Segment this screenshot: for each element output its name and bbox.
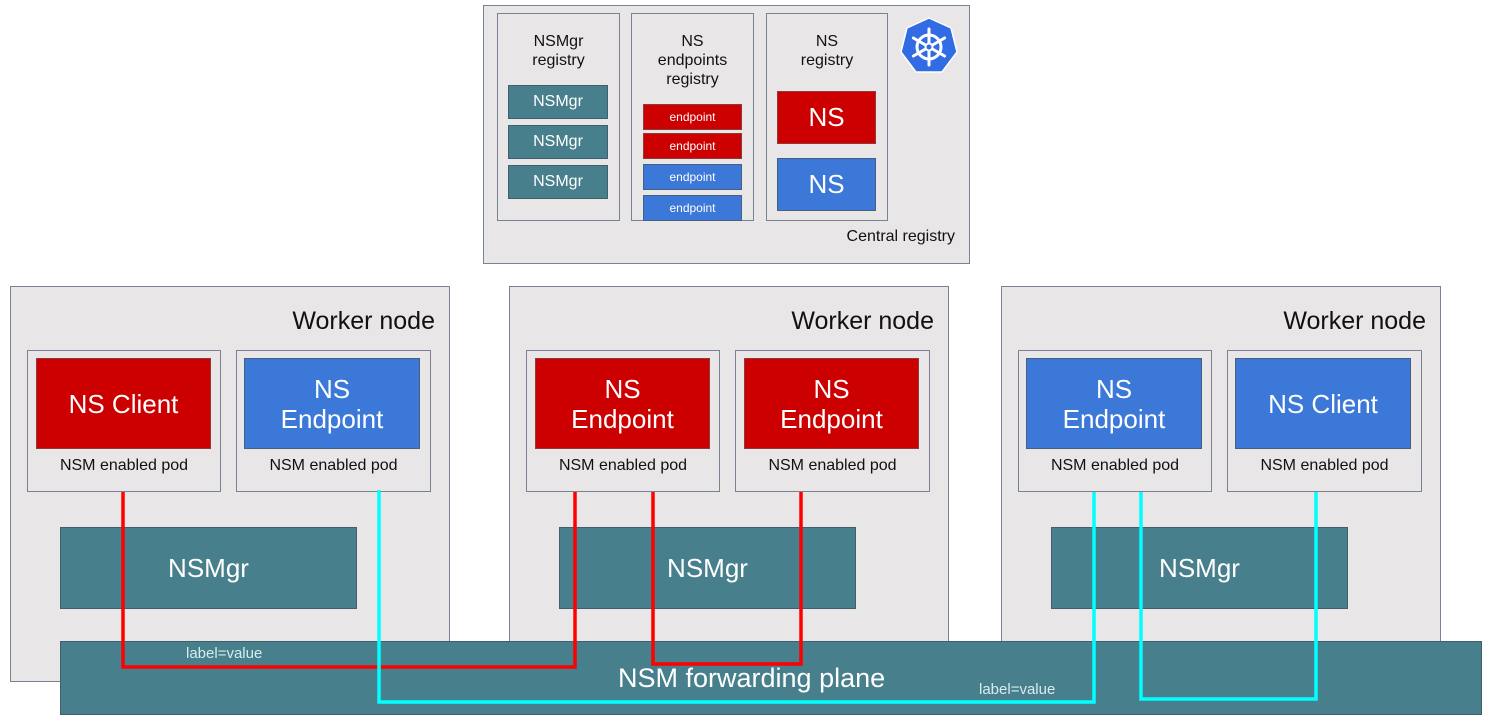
title-line: endpoints bbox=[657, 52, 728, 69]
kubernetes-icon bbox=[899, 17, 959, 75]
ns-endpoint-pod: NS Endpoint bbox=[744, 358, 919, 449]
pod-caption: NSM enabled pod bbox=[269, 457, 398, 474]
pod-label-line: NS Client bbox=[68, 388, 179, 419]
nsmgr-registry-entry: NSMgr bbox=[508, 85, 608, 119]
pod-label-line: NS bbox=[313, 373, 351, 404]
endpoint-registry-entry-blue: endpoint bbox=[643, 195, 742, 221]
ns-endpoints-registry-title: NS endpoints registry bbox=[632, 32, 753, 89]
title-line: registry bbox=[666, 71, 719, 88]
pod-label-line: Endpoint bbox=[780, 403, 883, 434]
pod-label-line: Endpoint bbox=[571, 403, 674, 434]
pod-label-line: Endpoint bbox=[1062, 403, 1166, 434]
worker-node-title: Worker node bbox=[791, 307, 934, 335]
pod-caption: NSM enabled pod bbox=[558, 457, 688, 474]
ns-endpoint-pod: NS Endpoint bbox=[244, 358, 420, 449]
nsmgr-registry-title: NSMgr registry bbox=[498, 32, 619, 70]
pod-caption: NSM enabled pod bbox=[1260, 457, 1389, 474]
endpoint-registry-entry-red: endpoint bbox=[643, 104, 742, 130]
title-line: NSMgr bbox=[533, 33, 584, 50]
title-line: NS bbox=[815, 33, 839, 50]
connection-label: label=value bbox=[979, 681, 1056, 698]
worker-node-title: Worker node bbox=[1283, 307, 1426, 335]
ns-endpoint-pod: NS Endpoint bbox=[1026, 358, 1202, 449]
ns-registry-title: NS registry bbox=[767, 32, 887, 70]
worker-node-title: Worker node bbox=[292, 307, 435, 335]
nsmgr-registry-entry: NSMgr bbox=[508, 125, 608, 159]
pod-label-line: NS bbox=[1095, 373, 1133, 404]
ns-client-pod: NS Client bbox=[1235, 358, 1411, 449]
nsmgr: NSMgr bbox=[1051, 527, 1348, 609]
nsmgr-registry-entry: NSMgr bbox=[508, 165, 608, 199]
pod-label-line: NS bbox=[604, 373, 641, 404]
title-line: registry bbox=[532, 52, 585, 69]
nsmgr: NSMgr bbox=[60, 527, 357, 609]
nsmgr: NSMgr bbox=[559, 527, 856, 609]
ns-endpoint-pod: NS Endpoint bbox=[535, 358, 710, 449]
pod-caption: NSM enabled pod bbox=[768, 457, 897, 474]
central-registry-label: Central registry bbox=[846, 228, 955, 245]
pod-label-line: Endpoint bbox=[280, 403, 384, 434]
endpoint-registry-entry-blue: endpoint bbox=[643, 164, 742, 190]
title-line: registry bbox=[800, 52, 854, 69]
ns-registry-entry-blue: NS bbox=[777, 158, 876, 211]
title-line: NS bbox=[681, 33, 704, 50]
connection-label: label=value bbox=[186, 645, 263, 662]
pod-label-line: NS bbox=[813, 373, 850, 404]
pod-caption: NSM enabled pod bbox=[59, 457, 189, 474]
endpoint-registry-entry-red: endpoint bbox=[643, 133, 742, 159]
ns-registry-entry-red: NS bbox=[777, 91, 876, 144]
forwarding-plane-label: NSM forwarding plane bbox=[618, 663, 886, 693]
pod-label-line: NS Client bbox=[1268, 388, 1378, 419]
pod-caption: NSM enabled pod bbox=[1050, 457, 1180, 474]
ns-client-pod: NS Client bbox=[36, 358, 211, 449]
